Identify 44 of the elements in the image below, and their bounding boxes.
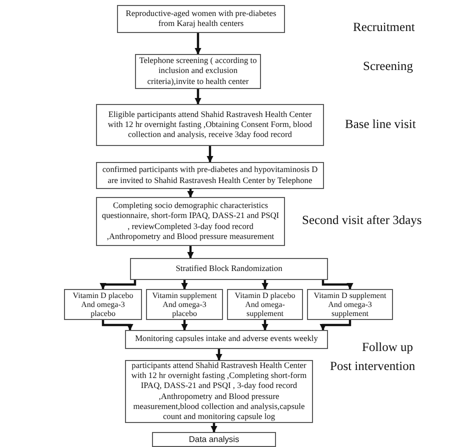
arrow: [262, 320, 268, 331]
arrow: [102, 320, 134, 331]
arrow: [320, 320, 352, 331]
box-text: Data analysis: [188, 434, 240, 444]
stage-label: Post intervention: [330, 359, 416, 374]
process-box: [152, 432, 276, 447]
arrow: [181, 280, 188, 290]
box-text: Telephone screening ( according to inclusion and exclusion criteria),invite to health center: [139, 56, 257, 87]
process-box: [146, 289, 223, 320]
process-box: [64, 289, 142, 320]
arrow: [187, 246, 194, 259]
box-text: participants attend Shahid Rastravesh Health Center with 12 hr overnight fasting ,Completing short-form IPAQ, DASS-21 and PSQI , 3-day food record ,Anthropometry and Blood pressure measurement,blood collection and analysis,capsule count and monitoring capsule log: [130, 361, 308, 422]
arrow: [210, 423, 218, 433]
box-text: Stratified Block Randomization: [176, 264, 282, 274]
box-text: Monitoring capsules intake and adverse events weekly: [135, 334, 318, 345]
box-text: Vitamin D supplement And omega-3 supplement: [312, 290, 388, 318]
process-box: [130, 258, 328, 280]
box-text: Eligible participants attend Shahid Rastravesh Health Center with 12 hr overnight fasting ,Obtaining Consent Form, blood collection and analysis, receive 3day food record: [106, 110, 314, 140]
box-text: Vitamin D placebo And omega-supplement: [234, 290, 296, 318]
arrow: [187, 189, 194, 198]
stage-label: Screening: [363, 59, 413, 74]
arrow: [322, 280, 354, 290]
process-box: [125, 330, 328, 349]
box-text: confirmed participants with pre-diabetes and hypovitaminosis D are invited to Shahid Rastravesh Health Center by Telephone: [101, 165, 319, 186]
box-text: Vitamin supplement And omega-3 placebo: [151, 290, 218, 318]
box-text: Reproductive-aged women with pre-diabetes from Karaj health centers: [124, 8, 278, 30]
arrow: [206, 146, 214, 163]
box-text: Vitamin D placebo And omega-3 placebo: [72, 290, 134, 318]
process-box: [117, 5, 285, 33]
process-box: [307, 289, 393, 320]
box-text: Completing socio demographic characteristics questionnaire, short-form IPAQ, DASS-21 and PSQI , reviewCompleted 3-day food record ,Anthropometry and Blood pressure measurement: [100, 201, 280, 242]
arrow: [194, 89, 202, 105]
process-box: [96, 104, 324, 146]
stage-label: Recruitment: [353, 20, 415, 35]
process-box: [227, 289, 303, 320]
arrow: [100, 280, 136, 290]
process-box: [96, 162, 324, 189]
arrow: [216, 349, 222, 361]
arrow: [262, 280, 268, 290]
stage-label: Second visit after 3days: [302, 213, 422, 228]
stage-label: Base line visit: [345, 117, 416, 132]
arrow: [194, 33, 202, 55]
stage-label: Follow up: [362, 340, 414, 355]
arrow: [181, 320, 188, 331]
